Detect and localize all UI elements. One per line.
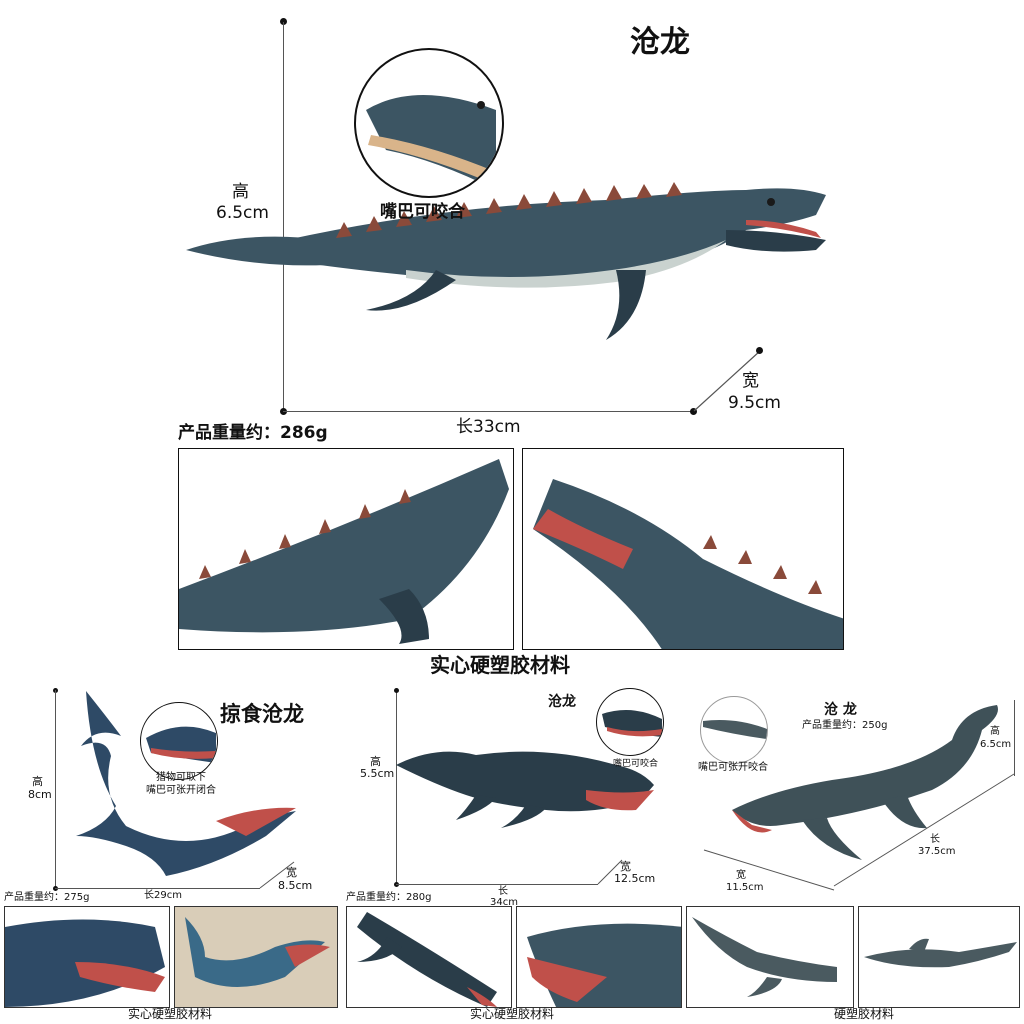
p2-length-label: 长 — [498, 886, 508, 897]
p2-detail-circle — [596, 688, 664, 756]
length-dot-right — [690, 408, 697, 415]
p1-height-line — [55, 690, 56, 890]
p3-length-line — [833, 773, 1015, 887]
p3-width-line — [703, 849, 835, 891]
p2-photo-1 — [346, 906, 512, 1008]
p2-length-line — [396, 884, 598, 885]
length-label: 长33cm — [456, 417, 521, 437]
p1-width-value: 8.5cm — [278, 879, 313, 892]
p3-height-value: 6.5cm — [980, 739, 1012, 750]
p3-length-label: 长 — [930, 834, 940, 845]
mouth-detail-image — [354, 48, 504, 198]
p2-width-label: 宽 — [620, 860, 631, 873]
material-label: 实心硬塑胶材料 — [430, 653, 570, 677]
product-1-title: 掠食沧龙 — [220, 702, 304, 726]
product-2-title: 沧龙 — [548, 694, 576, 710]
p1-photo-2 — [174, 906, 338, 1008]
p2-width-value: 12.5cm — [614, 872, 656, 885]
height-dot-top — [280, 18, 287, 25]
weight-label: 产品重量约：286g — [178, 423, 328, 443]
p3-material: 硬塑胶材料 — [834, 1007, 895, 1021]
p3-height-label: 高 — [990, 726, 1000, 737]
p2-height-value: 5.5cm — [360, 767, 395, 780]
p2-width-line — [597, 859, 623, 885]
p1-height-value: 8cm — [28, 788, 52, 801]
p3-photo-1 — [686, 906, 854, 1008]
p2-weight: 产品重量约：280g — [346, 892, 432, 903]
detail-photo-back — [178, 448, 514, 650]
p1-length: 长29cm — [144, 890, 182, 901]
p1-material: 实心硬塑胶材料 — [128, 1007, 213, 1021]
width-line — [693, 350, 761, 412]
p1-creature-image — [76, 691, 296, 876]
p3-width-label: 宽 — [736, 870, 746, 881]
p3-detail-circle — [700, 696, 768, 764]
p2-height-line — [396, 690, 397, 886]
height-label: 高 — [232, 182, 249, 202]
p1-photo-1 — [4, 906, 170, 1008]
p3-note: 嘴巴可张开咬合 — [698, 762, 768, 773]
p2-length-value: 34cm — [490, 897, 518, 908]
main-title: 沧龙 — [630, 25, 690, 60]
p2-material: 实心硬塑胶材料 — [470, 1007, 555, 1021]
p2-note: 嘴巴可咬合 — [613, 759, 659, 769]
p1-weight: 产品重量约：275g — [4, 892, 90, 903]
p1-height-label: 高 — [32, 775, 43, 788]
product-3-title: 沧 龙 — [824, 702, 857, 718]
length-line — [283, 411, 693, 412]
p3-length-value: 37.5cm — [918, 846, 956, 857]
p1-detail-circle — [140, 702, 218, 780]
width-label: 宽 — [742, 371, 759, 391]
p2-photo-2 — [516, 906, 682, 1008]
height-value: 6.5cm — [216, 203, 269, 223]
width-dot-top — [756, 347, 763, 354]
p1-width-label: 宽 — [286, 866, 297, 879]
p3-creature-image — [732, 705, 998, 860]
mosasaurus-main-image — [186, 182, 826, 340]
detail-photo-head — [522, 448, 844, 650]
p1-note-line1: 猎物可取下 — [156, 772, 206, 783]
p2-height-dot-top — [394, 688, 399, 693]
p1-width-line — [259, 861, 295, 889]
p1-note-line2: 嘴巴可张开闭合 — [146, 785, 216, 796]
p3-photo-2 — [858, 906, 1020, 1008]
height-line — [283, 22, 284, 412]
mouth-note: 嘴巴可咬合 — [380, 202, 465, 222]
p3-weight: 产品重量约：250g — [802, 720, 888, 731]
p2-creature-image — [396, 751, 654, 828]
p3-height-line — [1014, 700, 1015, 776]
p3-width-value: 11.5cm — [726, 882, 764, 893]
p1-length-line — [55, 888, 260, 889]
width-value: 9.5cm — [728, 393, 781, 413]
p2-height-label: 高 — [370, 755, 381, 768]
